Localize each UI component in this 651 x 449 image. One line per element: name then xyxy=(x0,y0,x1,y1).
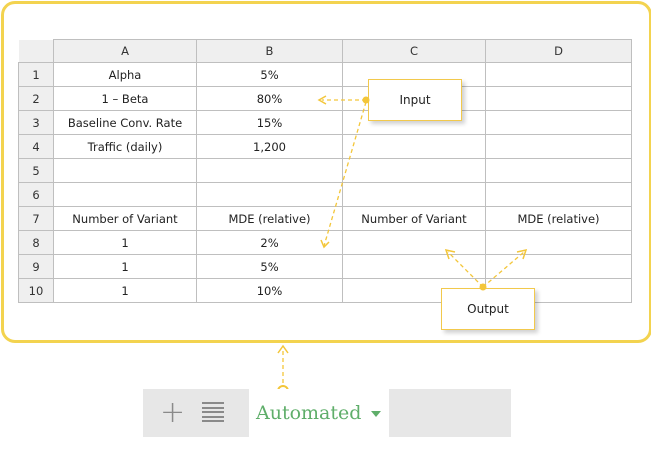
cell-a3[interactable]: Baseline Conv. Rate xyxy=(53,110,197,135)
cell-b6[interactable] xyxy=(196,182,343,207)
column-header-b[interactable]: B xyxy=(196,39,343,63)
column-header-row: A B C D xyxy=(18,39,632,63)
cell-d7[interactable]: MDE (relative) xyxy=(485,206,632,231)
cell-d1[interactable] xyxy=(485,62,632,87)
cell-a10[interactable]: 1 xyxy=(53,278,197,303)
tab-automated-label: Automated xyxy=(256,402,362,424)
cell-a8[interactable]: 1 xyxy=(53,230,197,255)
input-callout: Input xyxy=(368,79,462,121)
cell-b8[interactable]: 2% xyxy=(196,230,343,255)
output-callout-label: Output xyxy=(467,302,509,316)
column-header-d[interactable]: D xyxy=(485,39,632,63)
row-number[interactable]: 10 xyxy=(18,278,54,303)
cell-d3[interactable] xyxy=(485,110,632,135)
cell-c5[interactable] xyxy=(342,158,486,183)
cell-c6[interactable] xyxy=(342,182,486,207)
cell-b10[interactable]: 10% xyxy=(196,278,343,303)
row-number[interactable]: 8 xyxy=(18,230,54,255)
cell-b9[interactable]: 5% xyxy=(196,254,343,279)
tab-arrowhead xyxy=(277,344,289,354)
cell-b3[interactable]: 15% xyxy=(196,110,343,135)
row-number[interactable]: 3 xyxy=(18,110,54,135)
cell-b5[interactable] xyxy=(196,158,343,183)
cell-a9[interactable]: 1 xyxy=(53,254,197,279)
cell-d4[interactable] xyxy=(485,134,632,159)
row-number[interactable]: 5 xyxy=(18,158,54,183)
cell-b2[interactable]: 80% xyxy=(196,86,343,111)
cell-d5[interactable] xyxy=(485,158,632,183)
cell-a7[interactable]: Number of Variant xyxy=(53,206,197,231)
row-number[interactable]: 1 xyxy=(18,62,54,87)
table-row: 5 xyxy=(18,158,632,183)
column-header-c[interactable]: C xyxy=(342,39,486,63)
cell-c9[interactable] xyxy=(342,254,486,279)
table-row: 6 xyxy=(18,182,632,207)
cell-a2[interactable]: 1 – Beta xyxy=(53,86,197,111)
row-number[interactable]: 7 xyxy=(18,206,54,231)
row-number[interactable]: 9 xyxy=(18,254,54,279)
cell-d8[interactable] xyxy=(485,230,632,255)
corner-cell xyxy=(18,39,54,63)
cell-d2[interactable] xyxy=(485,86,632,111)
plus-icon[interactable]: + xyxy=(160,395,186,430)
cell-c4[interactable] xyxy=(342,134,486,159)
row-number[interactable]: 4 xyxy=(18,134,54,159)
cell-a6[interactable] xyxy=(53,182,197,207)
cell-b1[interactable]: 5% xyxy=(196,62,343,87)
cell-a5[interactable] xyxy=(53,158,197,183)
chevron-down-icon[interactable] xyxy=(371,411,381,417)
cell-c8[interactable] xyxy=(342,230,486,255)
list-icon[interactable] xyxy=(202,402,224,424)
tab-automated[interactable] xyxy=(249,389,389,437)
cell-a1[interactable]: Alpha xyxy=(53,62,197,87)
cell-d9[interactable] xyxy=(485,254,632,279)
column-header-a[interactable]: A xyxy=(53,39,197,63)
cell-c7[interactable]: Number of Variant xyxy=(342,206,486,231)
cell-b7[interactable]: MDE (relative) xyxy=(196,206,343,231)
cell-d6[interactable] xyxy=(485,182,632,207)
row-number[interactable]: 2 xyxy=(18,86,54,111)
cell-a4[interactable]: Traffic (daily) xyxy=(53,134,197,159)
output-callout: Output xyxy=(441,288,535,330)
input-callout-label: Input xyxy=(399,93,431,107)
row-number[interactable]: 6 xyxy=(18,182,54,207)
cell-b4[interactable]: 1,200 xyxy=(196,134,343,159)
